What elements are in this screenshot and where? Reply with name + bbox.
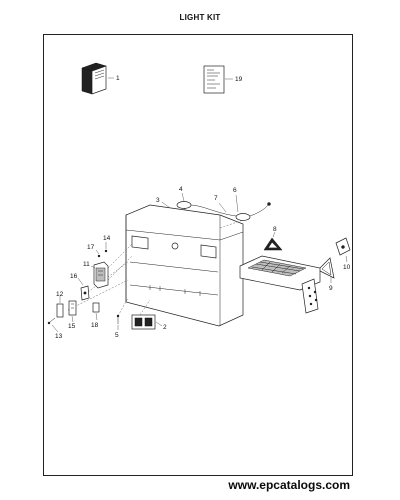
callout-18: 18 [91, 322, 99, 329]
callout-14: 14 [103, 235, 111, 242]
callout-4: 4 [179, 186, 183, 193]
callout-9: 9 [329, 285, 333, 292]
light-panel [125, 204, 244, 327]
callout-16: 16 [70, 273, 78, 280]
decal-sheet [203, 65, 225, 94]
callout-17: 17 [87, 244, 95, 251]
callout-3: 3 [156, 197, 160, 204]
footer-url[interactable]: www.epcatalogs.com [228, 478, 350, 492]
manual-book [81, 62, 107, 95]
light-housing [93, 261, 109, 289]
callout-7: 7 [214, 195, 218, 202]
switch-2 [131, 314, 156, 330]
callout-11: 11 [83, 261, 90, 268]
diagram-frame [43, 34, 353, 476]
callout-10: 10 [343, 264, 351, 271]
callout-13: 13 [55, 333, 63, 340]
reflector-9 [317, 257, 335, 279]
reflector-10 [335, 237, 351, 256]
callout-5: 5 [115, 332, 119, 339]
page-title: LIGHT KIT [179, 13, 221, 22]
callout-12: 12 [56, 291, 64, 298]
lamp-16 [80, 285, 90, 301]
callout-15: 15 [68, 323, 76, 330]
tail-light-bar [239, 255, 321, 314]
reflector-8 [263, 237, 283, 251]
callout-19: 19 [235, 76, 243, 83]
callout-1: 1 [116, 75, 120, 82]
callout-2: 2 [163, 324, 167, 331]
callout-6: 6 [233, 187, 237, 194]
lens-12 [56, 300, 77, 318]
callout-8: 8 [273, 226, 277, 233]
